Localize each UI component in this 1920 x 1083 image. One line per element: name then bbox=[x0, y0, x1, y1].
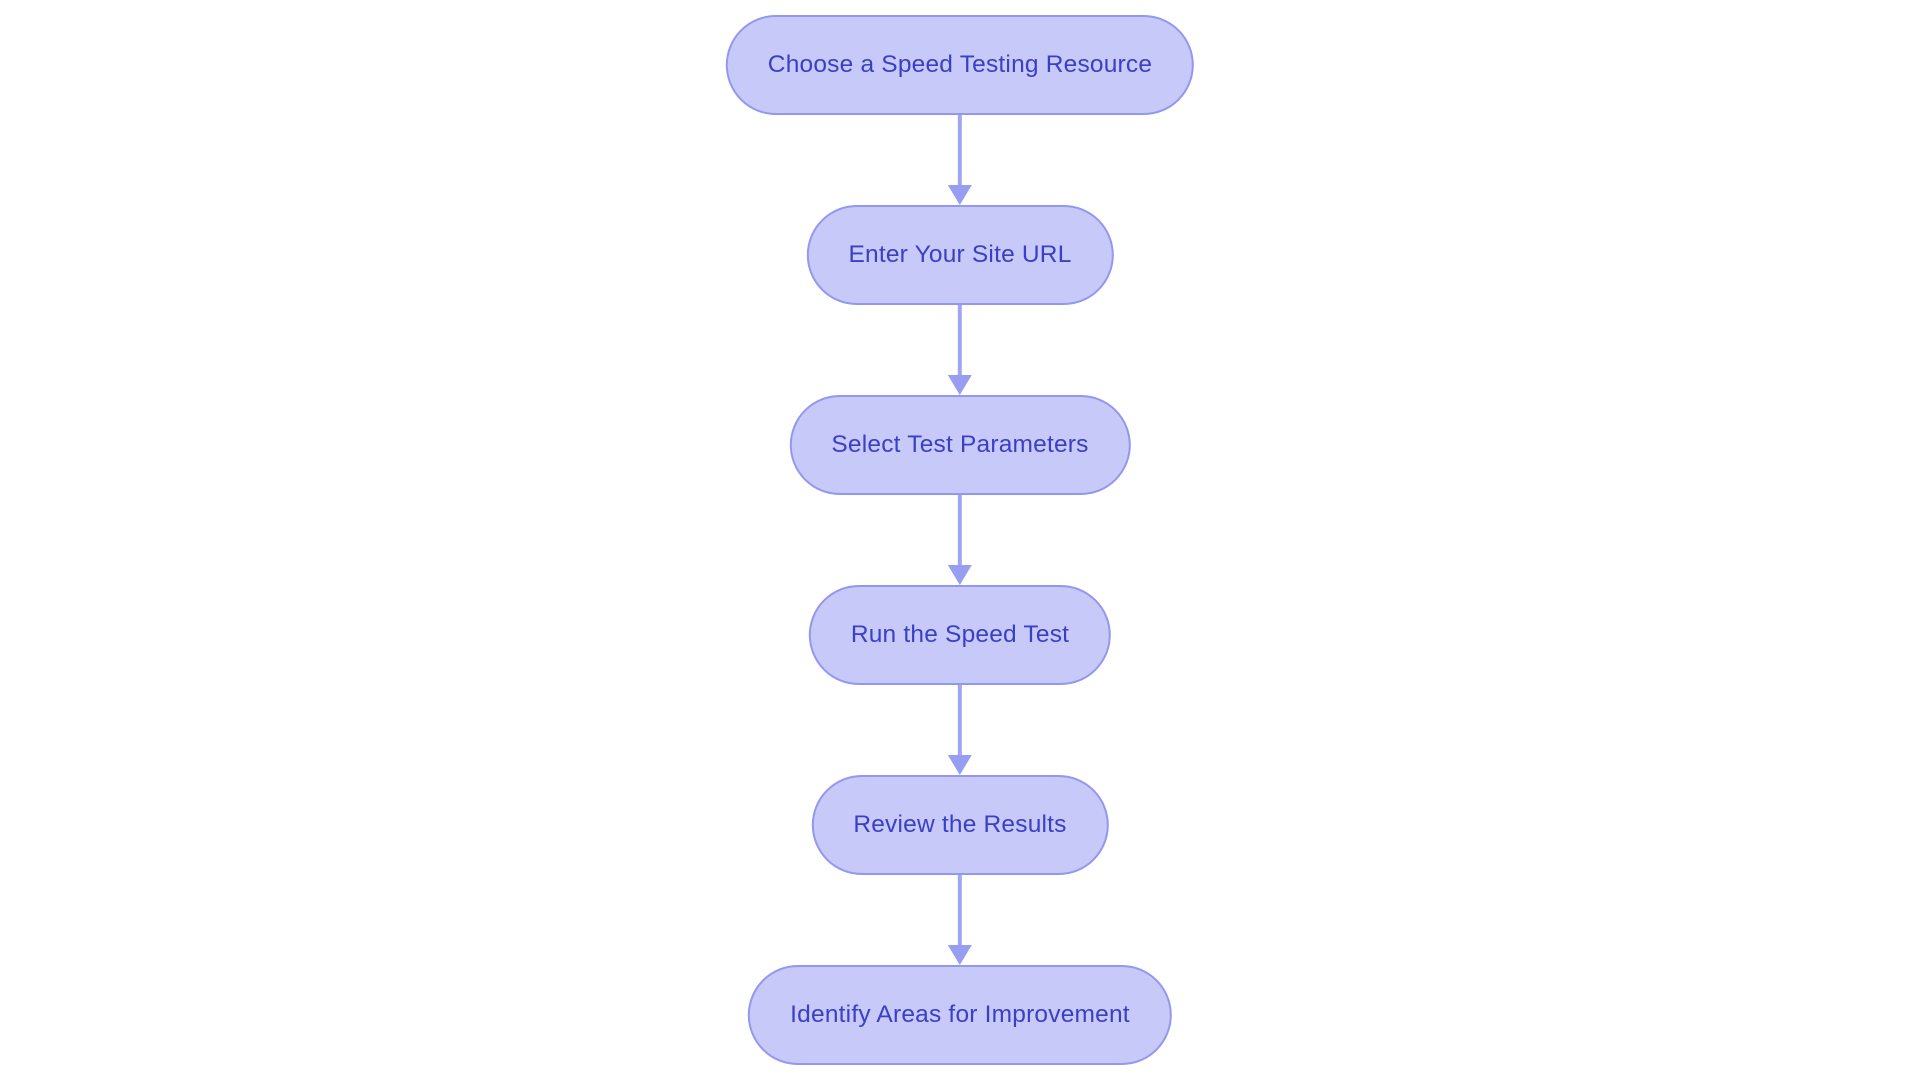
arrow-line bbox=[957, 685, 963, 755]
arrow-line bbox=[957, 115, 963, 185]
flow-node-2: Enter Your Site URL bbox=[806, 205, 1114, 305]
flow-node-3: Select Test Parameters bbox=[789, 395, 1131, 495]
arrow-down-icon bbox=[947, 755, 972, 775]
flow-arrow-4 bbox=[947, 685, 972, 775]
arrow-down-icon bbox=[947, 565, 972, 585]
arrow-line bbox=[957, 495, 963, 565]
arrow-line bbox=[957, 305, 963, 375]
flow-arrow-2 bbox=[947, 305, 972, 395]
flow-node-label: Review the Results bbox=[853, 810, 1067, 838]
flow-arrow-5 bbox=[947, 875, 972, 965]
arrow-down-icon bbox=[947, 375, 972, 395]
flow-node-4: Run the Speed Test bbox=[808, 585, 1112, 685]
flow-node-label: Identify Areas for Improvement bbox=[790, 1000, 1130, 1028]
flow-node-label: Enter Your Site URL bbox=[848, 240, 1072, 268]
flow-node-1: Choose a Speed Testing Resource bbox=[725, 15, 1195, 115]
arrow-down-icon bbox=[947, 185, 972, 205]
flow-node-label: Run the Speed Test bbox=[850, 620, 1070, 648]
flow-node-label: Choose a Speed Testing Resource bbox=[767, 50, 1153, 78]
arrow-down-icon bbox=[947, 945, 972, 965]
flow-node-label: Select Test Parameters bbox=[831, 430, 1089, 458]
arrow-line bbox=[957, 875, 963, 945]
flow-node-6: Identify Areas for Improvement bbox=[748, 965, 1172, 1065]
flow-arrow-1 bbox=[947, 115, 972, 205]
flow-arrow-3 bbox=[947, 495, 972, 585]
flow-node-5: Review the Results bbox=[811, 775, 1109, 875]
